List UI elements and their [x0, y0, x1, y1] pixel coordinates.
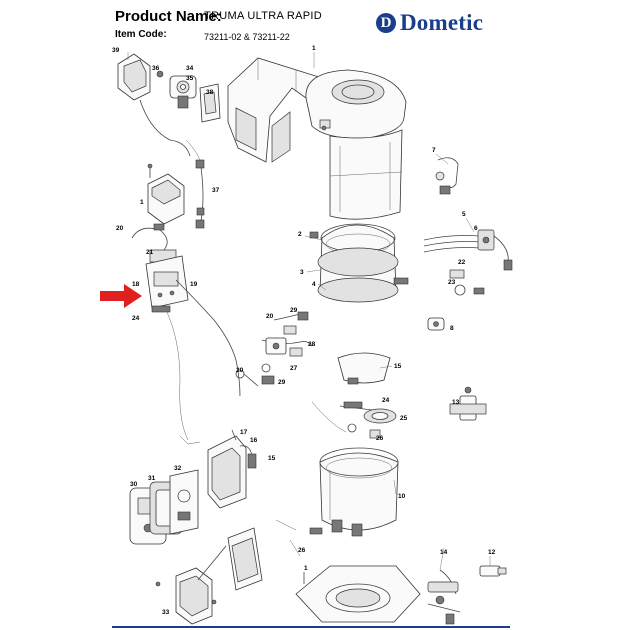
part-label: 4 [312, 281, 316, 288]
product-name-label: Product Name: [115, 8, 222, 25]
part-13-tee-fitting [449, 386, 487, 421]
part-32-panel-plate [169, 469, 199, 535]
item-code-value: 73211-02 & 73211-22 [204, 32, 290, 42]
part-label: 29 [290, 307, 298, 314]
part-1-left-bracket [147, 163, 185, 225]
part-label: 1 [312, 45, 316, 52]
dometic-logo: D Dometic [376, 10, 483, 36]
part-label: 22 [458, 259, 466, 266]
part-label: 27 [290, 365, 298, 372]
part-label: 39 [112, 47, 120, 54]
part-label: 38 [206, 89, 214, 96]
part-label: 5 [462, 211, 466, 218]
part-5-6-heating-element [423, 229, 513, 271]
part-label: 16 [250, 437, 258, 444]
part-housing-frame [227, 57, 407, 220]
part-label: 36 [152, 65, 160, 72]
part-label: 3 [300, 269, 304, 276]
part-label: 28 [308, 341, 316, 348]
part-label: 32 [174, 465, 182, 472]
part-label: 6 [474, 225, 478, 232]
part-label: 23 [448, 279, 456, 286]
part-label: 19 [190, 281, 198, 288]
part-16-17-control-box [207, 429, 257, 509]
part-7-elbow [435, 157, 459, 195]
part-37-harness [185, 139, 205, 229]
product-name-value: TRUMA ULTRA RAPID [204, 10, 322, 22]
part-base-plate [295, 565, 421, 623]
item-code-label: Item Code: [115, 29, 167, 40]
part-label: 21 [146, 249, 154, 256]
part-15-burner-cover [337, 352, 391, 385]
part-24-25-burner [339, 401, 397, 439]
part-label: 12 [488, 549, 496, 556]
part-label: 8 [450, 325, 454, 332]
part-label: 1 [304, 565, 308, 572]
part-label: 7 [432, 147, 436, 154]
part-20-21-ignition [131, 223, 177, 263]
part-rod-and-bracket [197, 527, 263, 591]
part-label: 1 [140, 199, 144, 206]
dometic-logo-mark-icon: D [376, 13, 396, 33]
part-label: 14 [440, 549, 448, 556]
part-35-36-34-fan-group [139, 70, 221, 157]
highlight-arrow-icon [100, 284, 142, 308]
part-18-19-control-board [145, 255, 241, 441]
part-33-bottom-bracket [155, 567, 217, 625]
part-label: 10 [398, 493, 406, 500]
part-12-plug [479, 565, 507, 577]
part-label: 25 [400, 415, 408, 422]
part-label: 26 [376, 435, 384, 442]
part-27-28-29-valve-fittings [235, 311, 313, 387]
part-label: 20 [266, 313, 274, 320]
part-label: 26 [298, 547, 306, 554]
part-label: 30 [130, 481, 138, 488]
part-label: 33 [162, 609, 170, 616]
part-39-cover-plate [117, 53, 151, 101]
part-label: 35 [186, 75, 194, 82]
wiring-harness [179, 401, 347, 557]
dometic-logo-text: Dometic [400, 10, 484, 35]
part-label: 31 [148, 475, 156, 482]
part-label: 37 [212, 187, 220, 194]
part-label: 20 [116, 225, 124, 232]
bottom-rule [112, 626, 510, 628]
part-label: 2 [298, 231, 302, 238]
part-label: 24 [132, 315, 140, 322]
leader-lines [127, 52, 491, 571]
part-label: 20 [236, 367, 244, 374]
part-labels: 39 36 34 35 38 1 37 1 20 21 18 19 24 2 3… [112, 45, 496, 616]
part-label: 29 [278, 379, 286, 386]
part-22-23-clamps [449, 269, 485, 296]
part-label: 17 [240, 429, 248, 436]
part-label: 34 [186, 65, 194, 72]
part-8-connector [427, 317, 445, 331]
part-label: 18 [132, 281, 140, 288]
part-label: 13 [452, 399, 460, 406]
part-label: 24 [382, 397, 390, 404]
part-14-gas-valve [427, 569, 461, 625]
part-label: 15 [268, 455, 276, 462]
part-label: 15 [394, 363, 402, 370]
part-10-water-tank [309, 447, 399, 537]
part-3-4-cylinder-rings [309, 223, 409, 303]
